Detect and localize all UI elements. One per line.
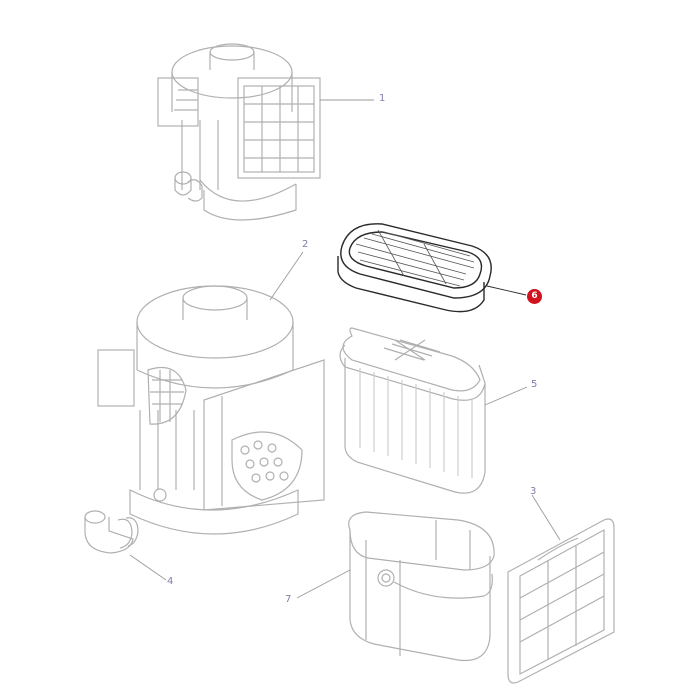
part-6-filter-cartridge [337,223,492,313]
part-3-side-cover [507,518,615,684]
part-label-1[interactable]: 1 [379,93,386,104]
part-label-5[interactable]: 5 [531,379,538,390]
part-label-3[interactable]: 3 [530,486,537,497]
part-4-elbow [84,510,139,554]
part-label-7[interactable]: 7 [285,594,292,605]
part-1-housing-assembly [157,43,321,221]
part-2-housing [97,285,325,535]
part-7-bowl [348,511,495,662]
leader-lines [129,99,561,599]
part-label-4[interactable]: 4 [167,576,174,587]
part-label-2[interactable]: 2 [302,239,309,250]
part-badge-6-highlighted[interactable]: 6 [527,289,542,304]
part-5-filter-element [339,327,486,494]
